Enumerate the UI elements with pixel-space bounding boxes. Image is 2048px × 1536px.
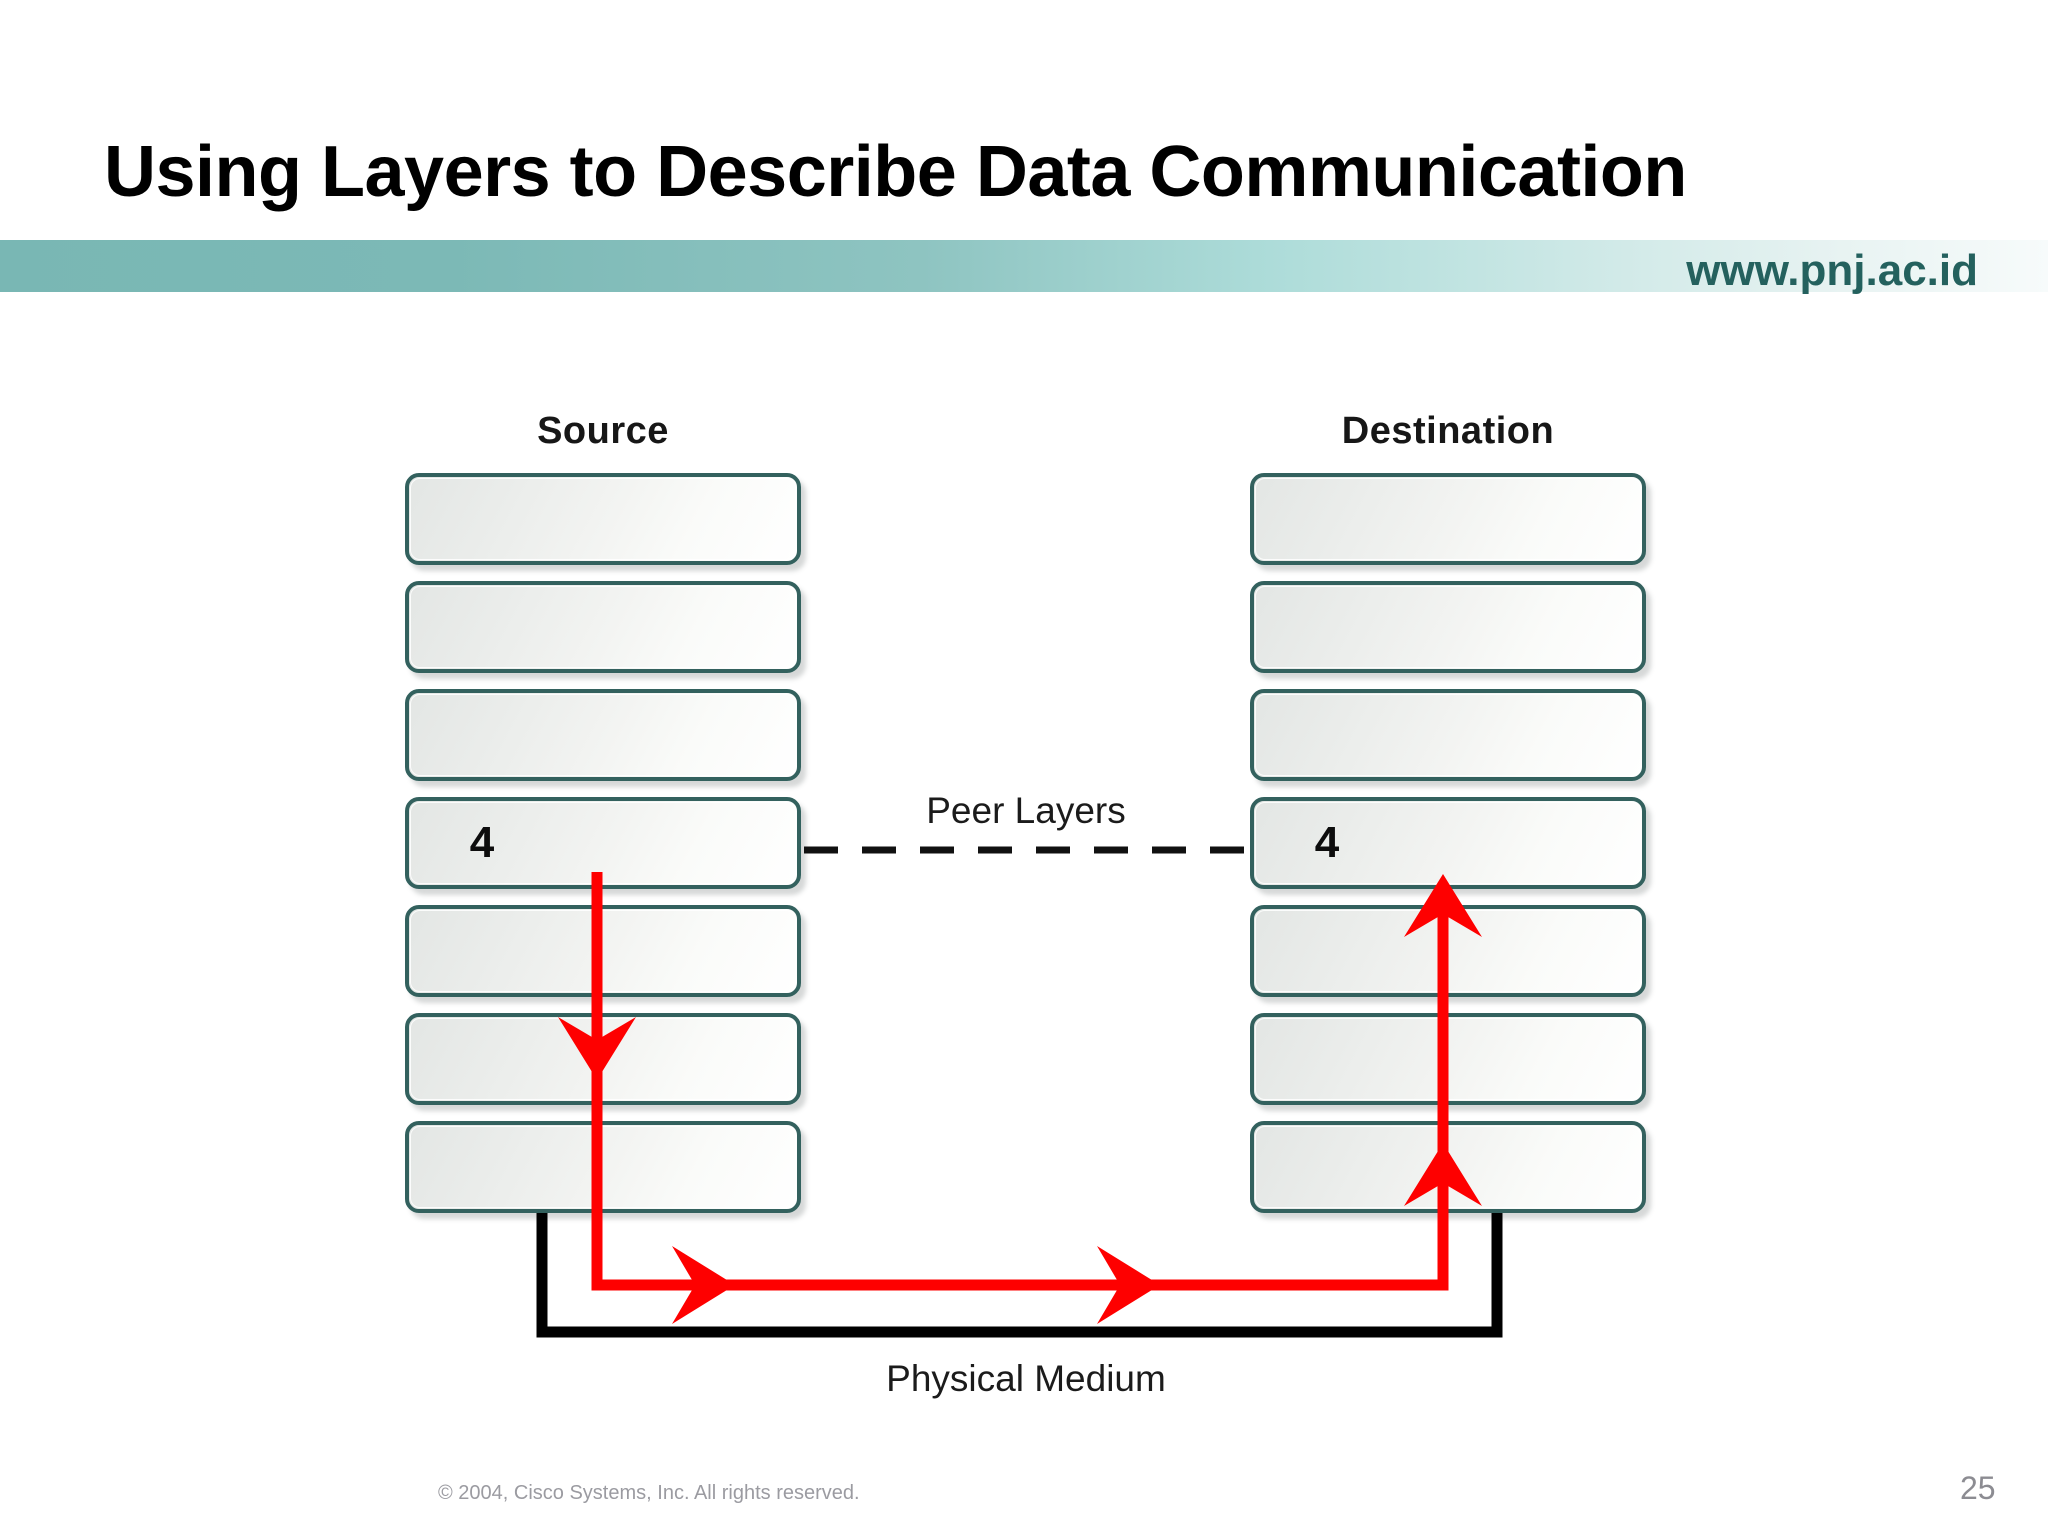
destination-layer-box-4[interactable]: 4	[1250, 797, 1646, 889]
physical-medium-bracket	[536, 1213, 1503, 1338]
destination-layer-box-5[interactable]	[1250, 905, 1646, 997]
destination-stack-heading: Destination	[1341, 410, 1555, 452]
source-layer-box-2[interactable]	[405, 581, 801, 673]
page-title: Using Layers to Describe Data Communicat…	[104, 132, 1687, 212]
destination-layer-label-4: 4	[1314, 818, 1340, 867]
destination-layer-box-1[interactable]	[1250, 473, 1646, 565]
site-url-label: www.pnj.ac.id	[1686, 246, 1978, 295]
source-layer-box-7[interactable]	[405, 1121, 801, 1213]
footer-copyright: © 2004, Cisco Systems, Inc. All rights r…	[438, 1482, 860, 1504]
footer-page-number: 25	[1960, 1470, 1996, 1506]
destination-layer-box-2[interactable]	[1250, 581, 1646, 673]
destination-layer-box-7[interactable]	[1250, 1121, 1646, 1213]
source-layer-box-1[interactable]	[405, 473, 801, 565]
physical-medium-label: Physical Medium	[886, 1358, 1166, 1399]
peer-layers-label: Peer Layers	[926, 790, 1126, 831]
source-layer-label-4: 4	[469, 818, 495, 867]
source-layer-box-3[interactable]	[405, 689, 801, 781]
source-layer-box-4[interactable]: 4	[405, 797, 801, 889]
destination-layer-box-6[interactable]	[1250, 1013, 1646, 1105]
source-layer-box-5[interactable]	[405, 905, 801, 997]
source-stack-heading: Source	[537, 410, 669, 452]
medium-right-arrowhead-1-icon	[672, 1246, 735, 1324]
destination-layer-box-3[interactable]	[1250, 689, 1646, 781]
medium-right-arrowhead-2-icon	[1097, 1246, 1160, 1324]
source-layer-box-6[interactable]	[405, 1013, 801, 1105]
header-gradient-band	[0, 240, 2048, 292]
